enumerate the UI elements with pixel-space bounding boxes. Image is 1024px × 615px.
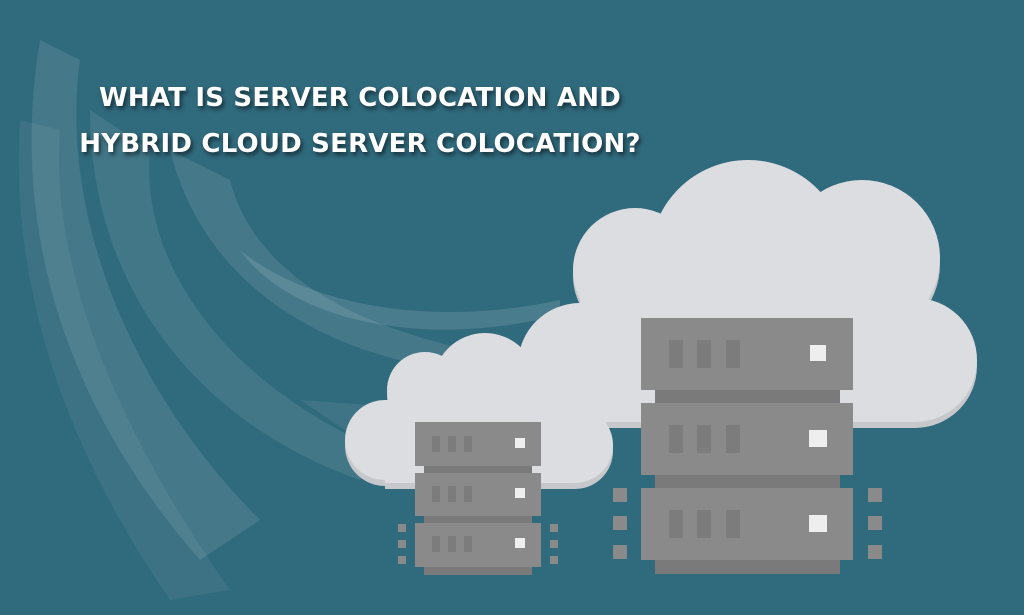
title-line-1: WHAT IS SERVER COLOCATION AND	[99, 83, 621, 114]
led-indicator-icon	[809, 345, 827, 532]
small-server-stack	[398, 422, 558, 575]
page-title: WHAT IS SERVER COLOCATION AND HYBRID CLO…	[40, 75, 680, 167]
title-line-2: HYBRID CLOUD SERVER COLOCATION?	[79, 129, 641, 160]
large-cloud	[518, 160, 977, 433]
led-indicator-icon	[515, 438, 525, 548]
large-server-stack	[613, 318, 882, 574]
